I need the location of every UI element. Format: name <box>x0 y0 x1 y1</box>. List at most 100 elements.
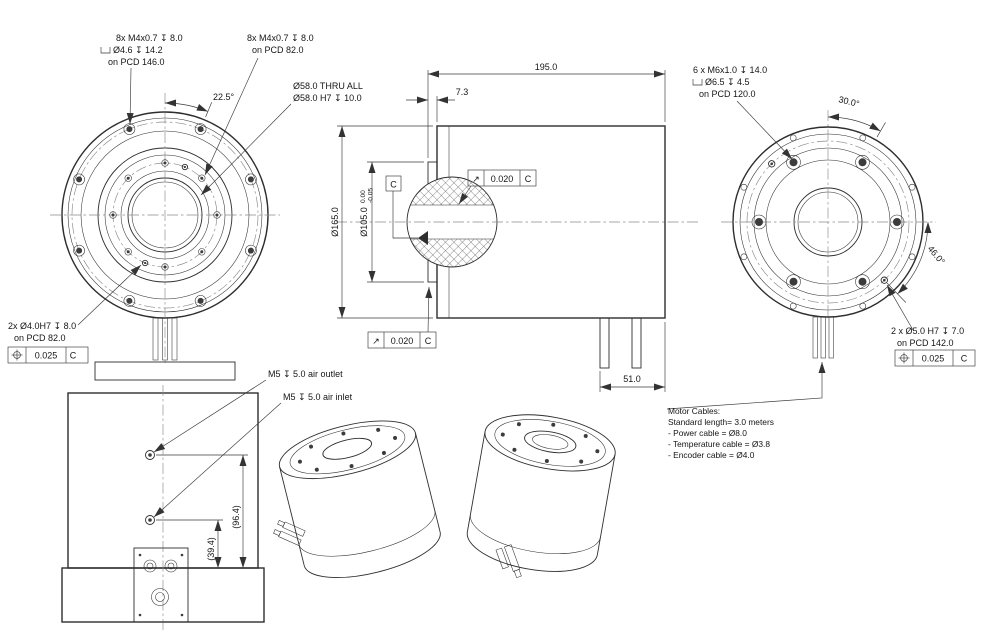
isometric-view-b <box>466 414 616 579</box>
leader-line <box>736 100 793 160</box>
counterbore-icon <box>100 47 111 54</box>
iso-a-bolt-dots <box>297 427 398 472</box>
note-front-inner-bolts-line2: on PCD 82.0 <box>252 45 304 55</box>
iso-b-bolt-dots <box>500 422 600 464</box>
leader-line <box>77 264 142 326</box>
section-hatch <box>407 177 497 267</box>
dim-connector-offset-value: 51.0 <box>623 374 641 384</box>
dim-flange-offset: 7.3 <box>406 87 468 122</box>
leader-line <box>666 362 826 410</box>
leader-line <box>200 103 292 196</box>
section-view: 195.0 7.3 Ø165.0 Ø105.0 0.00 -0.05 <box>330 62 700 392</box>
dim-inlet-height-value: (39.4) <box>206 537 216 561</box>
fcf-runout-bottom-datum: C <box>425 336 432 346</box>
cable-note-line5: - Encoder cable = Ø4.0 <box>668 450 755 460</box>
note-air-outlet-text: M5 ↧ 5.0 air outlet <box>268 369 343 379</box>
position-icon <box>898 352 910 364</box>
note-rear-bolts-line3: on PCD 120.0 <box>699 89 756 99</box>
note-front-bore: Ø58.0 THRU ALL Ø58.0 H7 ↧ 10.0 <box>200 81 363 196</box>
front-dowel-holes <box>141 163 189 267</box>
fcf-runout-bottom: ↗ 0.020 C <box>367 286 437 349</box>
cable-note-line3: - Power cable = Ø8.0 <box>668 428 747 438</box>
front-cable-stubs <box>152 317 178 361</box>
position-icon <box>11 349 23 361</box>
front-outer-bolt-holes <box>73 123 257 307</box>
fcf-runout-top: ↗ 0.020 C <box>458 169 537 205</box>
side-view-geometry <box>61 361 265 632</box>
dim-spigot-value: Ø105.0 <box>359 207 369 237</box>
note-rear-bolts: 6 x M6x1.0 ↧ 14.0 Ø6.5 ↧ 4.5 on PCD 120.… <box>692 65 793 160</box>
rear-view-geometry <box>721 110 936 359</box>
cable-note-line4: - Temperature cable = Ø3.8 <box>668 439 770 449</box>
dim-outer-diameter-value: Ø165.0 <box>330 207 340 237</box>
note-front-dowel-line1: 2x Ø4.0H7 ↧ 8.0 <box>8 321 76 331</box>
leader-line <box>425 286 433 333</box>
runout-icon: ↗ <box>372 336 380 346</box>
note-rear-dowel-line2: on PCD 142.0 <box>897 338 954 348</box>
leader-line <box>126 67 134 125</box>
leader-line <box>204 57 259 176</box>
dim-connector-offset: 51.0 <box>599 322 666 392</box>
datum-triangle <box>418 231 428 245</box>
front-view-geometry <box>50 93 280 365</box>
dim-outer-diameter: Ø165.0 <box>330 125 433 319</box>
isometric-view-a <box>273 420 441 578</box>
dim-front-angle-value: 22.5° <box>213 92 235 102</box>
datum-c-flag: C <box>385 175 428 245</box>
rear-cable-stubs <box>812 316 834 359</box>
note-front-outer-bolts: 8x M4x0.7 ↧ 8.0 Ø4.6 ↧ 14.2 on PCD 146.0 <box>100 33 183 125</box>
fcf-front-dowel: 0.025 C <box>7 346 89 364</box>
iso-a-connector-studs <box>273 520 306 546</box>
note-front-outer-bolts-line3: on PCD 146.0 <box>108 57 165 67</box>
dim-rear-angle-top-value: 30.0° <box>838 94 861 109</box>
fcf-runout-top-datum: C <box>525 174 532 184</box>
section-view-geometry <box>336 125 700 369</box>
note-front-inner-bolts: 8x M4x0.7 ↧ 8.0 on PCD 82.0 <box>204 33 314 176</box>
fcf-front-dowel-datum: C <box>70 351 77 361</box>
dim-front-angle: 22.5° <box>164 92 235 118</box>
dim-inlet-height: (39.4) <box>156 519 223 568</box>
note-rear-dowel-line1: 2 x Ø5.0 H7 ↧ 7.0 <box>891 326 964 336</box>
cable-note-line2: Standard length= 3.0 meters <box>668 417 774 427</box>
fcf-rear-dowel-tolerance: 0.025 <box>922 354 945 364</box>
note-front-bore-line2: Ø58.0 H7 ↧ 10.0 <box>293 93 362 103</box>
leader-line <box>458 185 472 205</box>
datum-c-label: C <box>390 180 397 190</box>
connector-block <box>133 547 189 623</box>
rear-dowel-holes <box>768 160 888 284</box>
air-inlet-port <box>145 515 155 525</box>
note-front-dowel-line2: on PCD 82.0 <box>14 333 66 343</box>
cable-note-line1: Motor Cables: <box>668 406 720 416</box>
leader-line <box>153 402 282 518</box>
note-air-inlet-text: M5 ↧ 5.0 air inlet <box>283 392 353 402</box>
air-outlet-port <box>145 450 155 460</box>
side-view: M5 ↧ 5.0 air outlet M5 ↧ 5.0 air inlet (… <box>61 361 353 632</box>
note-front-inner-bolts-line1: 8x M4x0.7 ↧ 8.0 <box>247 33 314 43</box>
fcf-runout-top-tolerance: 0.020 <box>491 174 514 184</box>
note-front-dowel: 2x Ø4.0H7 ↧ 8.0 on PCD 82.0 0.025 C <box>7 264 142 364</box>
rear-bolt-holes <box>751 155 905 289</box>
rear-view: 6 x M6x1.0 ↧ 14.0 Ø6.5 ↧ 4.5 on PCD 120.… <box>666 65 976 460</box>
dim-spigot-tol-lower: -0.05 <box>368 188 375 203</box>
dim-spigot-diameter: Ø105.0 0.00 -0.05 <box>359 161 424 283</box>
note-rear-bolts-line1: 6 x M6x1.0 ↧ 14.0 <box>693 65 767 75</box>
counterbore-icon <box>692 79 703 86</box>
note-front-outer-bolts-line2: Ø4.6 ↧ 14.2 <box>113 45 163 55</box>
dim-rear-angle-side-value: 46.0° <box>926 244 947 267</box>
note-front-outer-bolts-line1: 8x M4x0.7 ↧ 8.0 <box>116 33 183 43</box>
note-rear-dowel: 2 x Ø5.0 H7 ↧ 7.0 on PCD 142.0 0.025 C <box>886 284 976 367</box>
dim-outlet-height-value: (96.4) <box>231 505 241 529</box>
dim-rear-angle-side: 46.0° <box>886 221 947 303</box>
dim-rear-angle-top: 30.0° <box>827 94 886 138</box>
note-rear-bolts-line2: Ø6.5 ↧ 4.5 <box>705 77 750 87</box>
dim-length: 195.0 <box>427 62 666 158</box>
runout-icon: ↗ <box>472 174 480 184</box>
note-air-inlet: M5 ↧ 5.0 air inlet <box>153 392 353 518</box>
leader-line <box>153 379 267 453</box>
fcf-runout-bottom-tolerance: 0.020 <box>391 336 414 346</box>
front-view: 8x M4x0.7 ↧ 8.0 Ø4.6 ↧ 14.2 on PCD 146.0… <box>7 33 363 365</box>
front-inner-tapped-holes <box>109 159 221 271</box>
note-front-bore-line1: Ø58.0 THRU ALL <box>293 81 363 91</box>
